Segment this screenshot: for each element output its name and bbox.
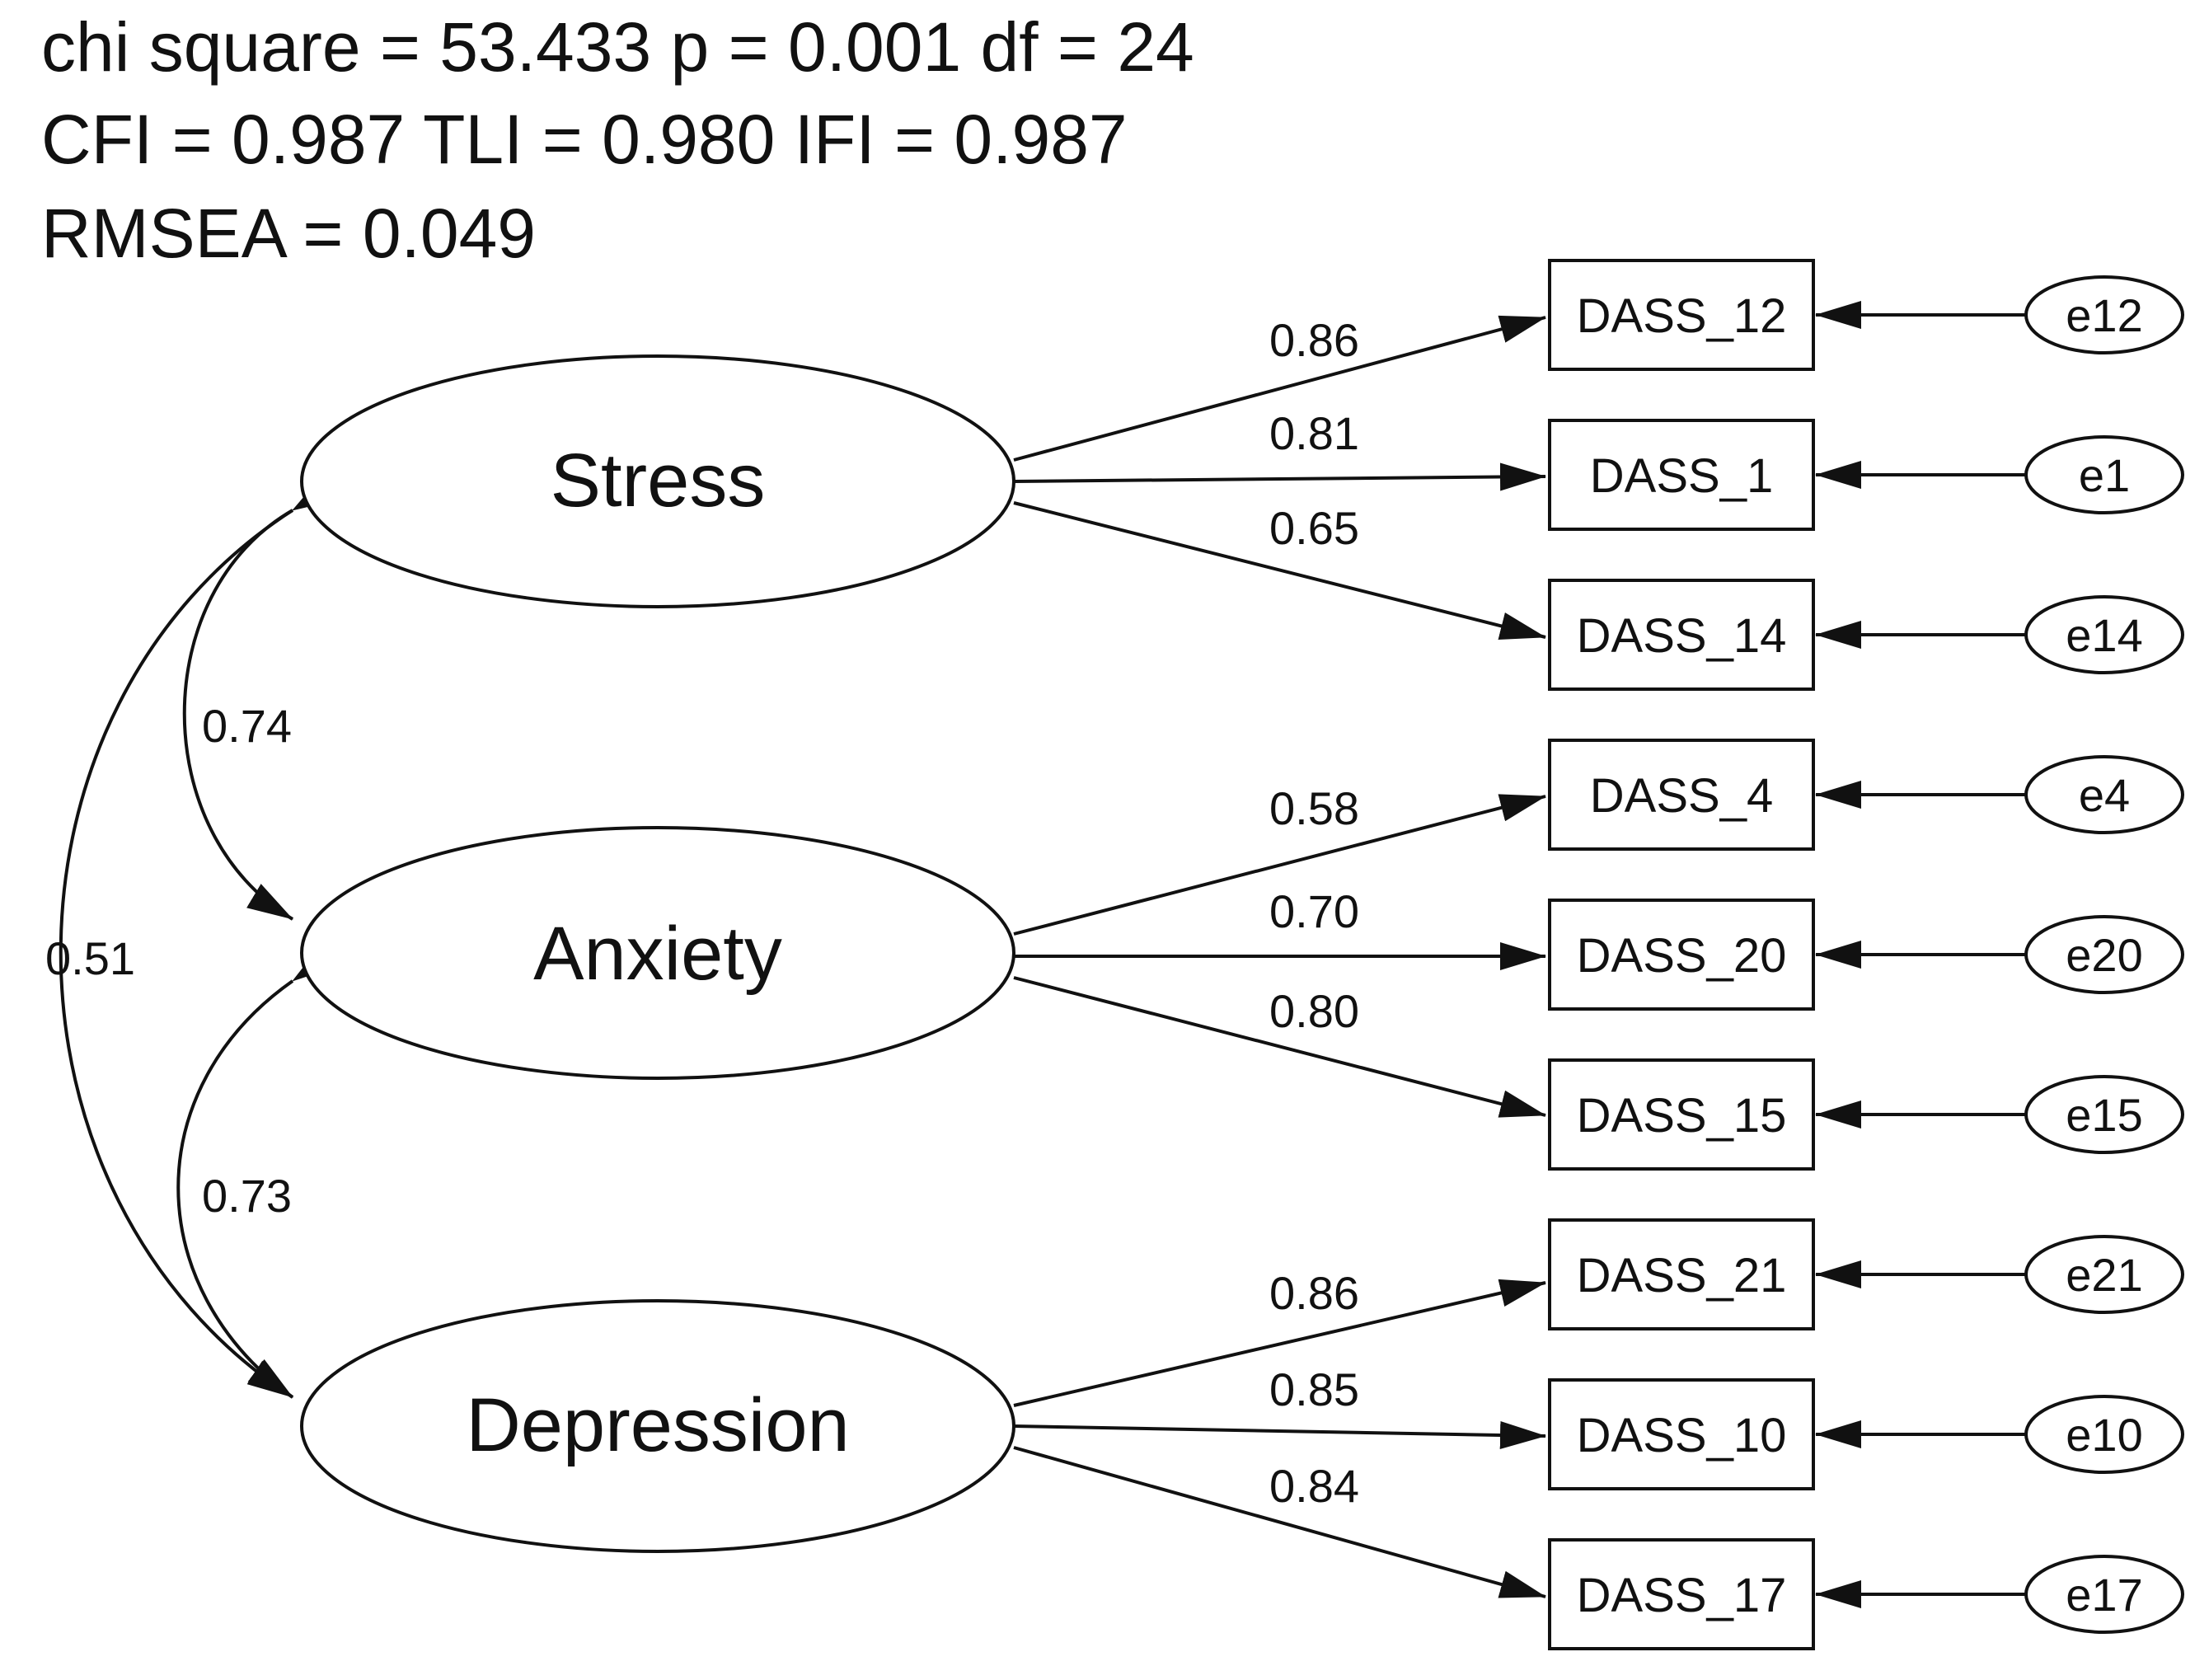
indicator-dass-14-label: DASS_14 <box>1577 609 1787 663</box>
loading-label-dass-20: 0.70 <box>1269 885 1359 937</box>
loading-label-dass-4: 0.58 <box>1269 782 1359 834</box>
indicator-dass-4[interactable]: DASS_4 <box>1548 739 1815 851</box>
covariance-anxiety-depression-label: 0.73 <box>202 1170 292 1222</box>
indicator-dass-1[interactable]: DASS_1 <box>1548 419 1815 531</box>
error-e15[interactable]: e15 <box>2024 1075 2184 1154</box>
error-e12[interactable]: e12 <box>2024 275 2184 354</box>
error-e4[interactable]: e4 <box>2024 755 2184 834</box>
covariance-stress-anxiety-label: 0.74 <box>202 700 292 752</box>
indicator-dass-20[interactable]: DASS_20 <box>1548 899 1815 1011</box>
indicator-dass-12[interactable]: DASS_12 <box>1548 259 1815 371</box>
indicator-dass-17-label: DASS_17 <box>1577 1569 1787 1622</box>
latent-stress[interactable]: Stress <box>300 354 1015 608</box>
indicator-dass-14[interactable]: DASS_14 <box>1548 579 1815 691</box>
loading-arrow-dass-12 <box>1013 315 1546 462</box>
error-e17-label: e17 <box>2066 1569 2142 1621</box>
indicator-dass-20-label: DASS_20 <box>1577 929 1787 983</box>
loading-label-dass-21: 0.86 <box>1269 1267 1359 1319</box>
error-e12-label: e12 <box>2066 289 2142 341</box>
latent-depression-label: Depression <box>466 1383 849 1467</box>
fit-stats-line-1: chi square = 53.433 p = 0.001 df = 24 <box>41 8 1194 86</box>
error-e10-label: e10 <box>2066 1409 2142 1461</box>
error-e20-label: e20 <box>2066 929 2142 981</box>
fit-stats-line-3: RMSEA = 0.049 <box>41 195 536 272</box>
latent-anxiety[interactable]: Anxiety <box>300 826 1015 1080</box>
covariance-stress-anxiety-arc <box>182 475 340 921</box>
loading-label-dass-14: 0.65 <box>1269 502 1359 554</box>
indicator-dass-10[interactable]: DASS_10 <box>1548 1378 1815 1490</box>
indicator-dass-1-label: DASS_1 <box>1590 449 1773 503</box>
indicator-dass-4-label: DASS_4 <box>1590 769 1773 823</box>
loading-label-dass-10: 0.85 <box>1269 1363 1359 1415</box>
error-e1[interactable]: e1 <box>2024 435 2184 514</box>
error-e15-label: e15 <box>2066 1089 2142 1141</box>
covariance-stress-depression-arc <box>59 473 339 1399</box>
loading-arrow-dass-14 <box>1013 501 1546 641</box>
covariance-anxiety-depression-arc <box>176 943 338 1399</box>
indicator-dass-15-label: DASS_15 <box>1577 1089 1787 1143</box>
covariance-stress-depression-label: 0.51 <box>45 932 135 984</box>
latent-anxiety-label: Anxiety <box>533 912 782 996</box>
loading-label-dass-1: 0.81 <box>1269 407 1359 459</box>
fit-stats-line-2: CFI = 0.987 TLI = 0.980 IFI = 0.987 <box>41 101 1128 178</box>
loading-label-dass-17: 0.84 <box>1269 1460 1359 1512</box>
error-e21[interactable]: e21 <box>2024 1235 2184 1314</box>
loading-arrow-dass-17 <box>1013 1446 1546 1598</box>
loading-arrow-dass-4 <box>1013 794 1546 936</box>
indicator-dass-12-label: DASS_12 <box>1577 289 1787 343</box>
error-e10[interactable]: e10 <box>2024 1395 2184 1474</box>
indicator-dass-15[interactable]: DASS_15 <box>1548 1058 1815 1171</box>
loading-label-dass-12: 0.86 <box>1269 314 1359 366</box>
error-e17[interactable]: e17 <box>2024 1555 2184 1634</box>
indicator-dass-21[interactable]: DASS_21 <box>1548 1218 1815 1330</box>
error-e1-label: e1 <box>2079 449 2130 501</box>
loading-arrow-dass-21 <box>1013 1279 1546 1407</box>
loading-label-dass-15: 0.80 <box>1269 985 1359 1037</box>
error-e21-label: e21 <box>2066 1249 2142 1301</box>
latent-depression[interactable]: Depression <box>300 1299 1015 1553</box>
loading-arrow-dass-15 <box>1013 976 1546 1118</box>
error-e4-label: e4 <box>2079 769 2130 821</box>
error-e14-label: e14 <box>2066 609 2142 661</box>
error-e14[interactable]: e14 <box>2024 595 2184 674</box>
loading-arrow-dass-1 <box>1013 462 1546 491</box>
latent-stress-label: Stress <box>551 439 766 523</box>
error-e20[interactable]: e20 <box>2024 915 2184 994</box>
indicator-dass-21-label: DASS_21 <box>1577 1249 1787 1302</box>
indicator-dass-17[interactable]: DASS_17 <box>1548 1538 1815 1650</box>
loading-arrow-dass-10 <box>1013 1420 1546 1449</box>
indicator-dass-10-label: DASS_10 <box>1577 1409 1787 1462</box>
